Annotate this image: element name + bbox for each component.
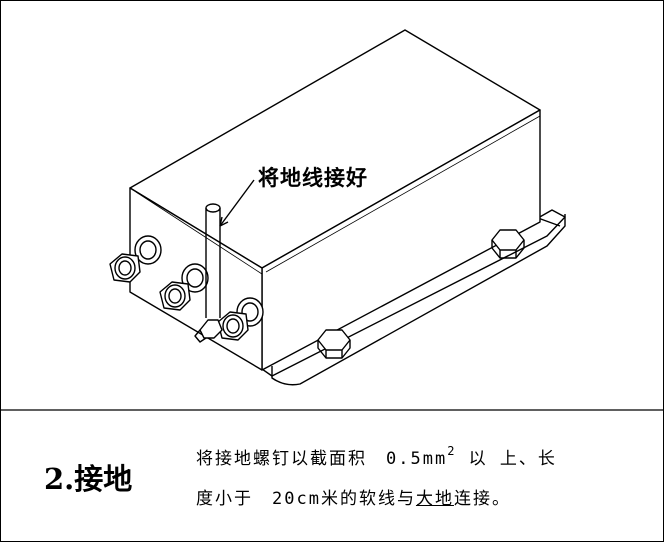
cable-gland-1 <box>109 235 162 283</box>
mounting-bolt-right <box>491 229 525 259</box>
callout-label: 将地线接好 <box>258 166 368 190</box>
description-line-2: 度小于 20cm米的软线与大地连接。 <box>196 479 646 519</box>
step-title: 2.接地 <box>44 462 133 496</box>
enclosure-box <box>129 29 541 371</box>
callout-leader <box>219 179 255 227</box>
description-line-1-tail: 以 上、长 <box>456 449 557 469</box>
ground-wire <box>194 203 223 343</box>
cable-gland-2 <box>159 263 209 311</box>
step-description: 将接地螺钉以截面积 0.5mm2 以 上、长 度小于 20cm米的软线与大地连接… <box>196 431 646 519</box>
underlined-earth: 大地 <box>415 489 454 509</box>
mounting-bolt-left <box>317 329 351 359</box>
description-line-2-tail: 连接。 <box>453 489 511 509</box>
unit-exponent: 2 <box>447 444 457 458</box>
description-line-2-text: 度小于 20cm米的软线与 <box>196 489 416 509</box>
description-line-1-text: 将接地螺钉以截面积 0.5mm <box>196 449 448 469</box>
cable-gland-3 <box>217 297 264 341</box>
description-line-1: 将接地螺钉以截面积 0.5mm2 以 上、长 <box>196 431 646 479</box>
